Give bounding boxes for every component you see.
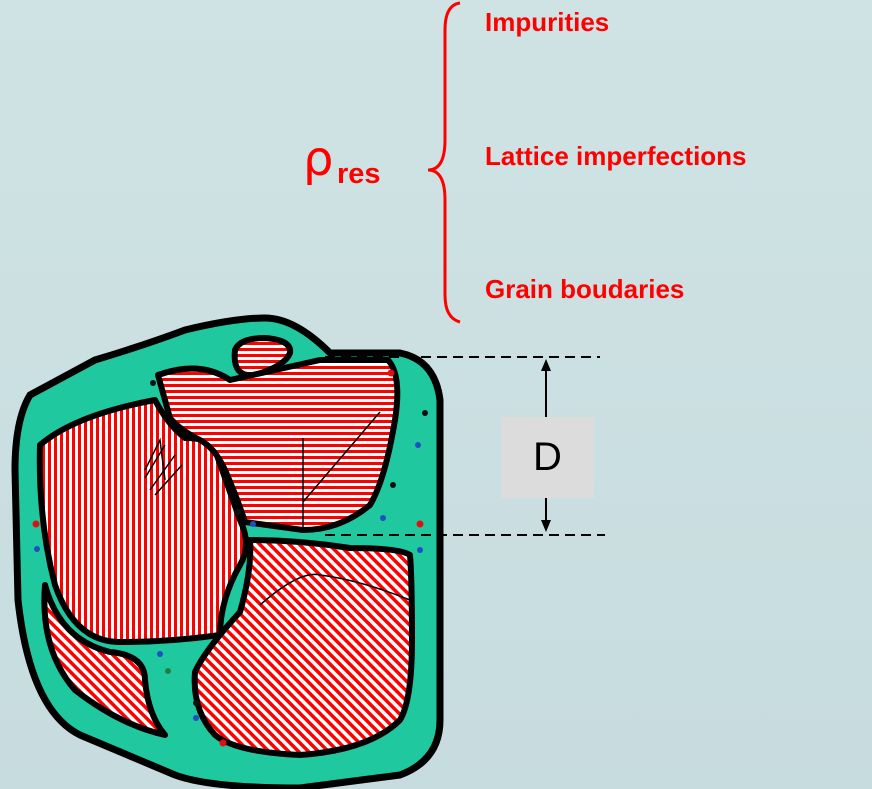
impurity-dot [417,521,424,528]
impurity-dot [250,521,256,527]
impurity-dot [380,515,386,521]
impurity-dot [390,482,396,488]
category-lattice-imperfections: Lattice imperfections [485,143,747,169]
impurity-dot [388,370,395,377]
category-impurities: Impurities [485,9,609,35]
impurity-dot [193,700,199,706]
curly-brace [428,3,460,322]
rho-symbol: ρ [303,135,333,183]
impurity-dot [150,380,156,386]
dimension-arrowhead-down [541,520,551,532]
impurity-dot [235,509,241,515]
dimension-arrowhead-up [541,359,551,371]
impurity-dot [165,668,171,674]
impurity-dot [220,740,227,747]
impurity-dot [157,651,163,657]
impurity-dot [422,410,428,416]
impurity-dot [417,547,423,553]
impurity-dot [34,546,40,552]
impurity-dot [33,521,40,528]
category-grain-boundaries: Grain boudaries [485,276,684,302]
rho-subscript: res [337,160,381,189]
impurity-dot [415,442,421,448]
dimension-label: D [501,417,594,498]
impurity-dot [193,715,199,721]
